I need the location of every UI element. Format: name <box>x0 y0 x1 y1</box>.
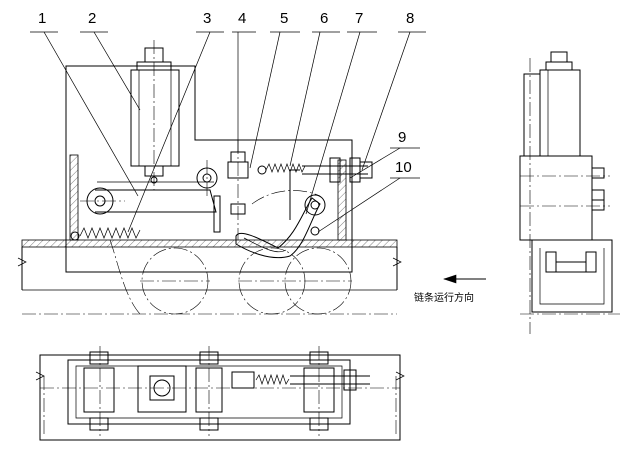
left-bracket <box>69 154 79 241</box>
callout-1: 1 <box>38 10 46 27</box>
callout-6: 6 <box>320 10 328 27</box>
push-rod <box>289 157 373 220</box>
callout-9: 9 <box>398 129 406 146</box>
callout-7: 7 <box>355 10 363 27</box>
pivot-rollers <box>70 167 326 241</box>
direction-label: 链条运行方向 <box>414 291 474 304</box>
centerlines <box>80 160 352 282</box>
base-rail <box>17 239 402 315</box>
lower-spring <box>79 227 141 239</box>
front-view <box>17 40 402 315</box>
upper-spring <box>265 163 306 173</box>
adjust-bolt <box>227 140 249 240</box>
right-bracket <box>337 159 347 241</box>
lever-arm <box>95 181 221 233</box>
callout-numbers: 1 2 3 4 5 6 7 8 9 10 <box>38 10 414 176</box>
main-plate <box>65 65 353 273</box>
idler-arc <box>251 190 321 205</box>
callout-2: 2 <box>88 10 96 27</box>
cam-hook <box>235 197 321 258</box>
left-arrow-icon <box>443 274 457 284</box>
top-view <box>35 346 405 441</box>
callout-5: 5 <box>280 10 288 27</box>
callout-3: 3 <box>203 10 211 27</box>
direction-indicator: 链条运行方向 <box>414 274 486 304</box>
side-view <box>519 51 620 334</box>
solenoid <box>130 40 180 190</box>
chain-rollers <box>109 239 352 315</box>
callout-10: 10 <box>395 159 412 176</box>
leader-lines <box>30 31 426 233</box>
callout-8: 8 <box>406 10 414 27</box>
callout-4: 4 <box>238 10 246 27</box>
